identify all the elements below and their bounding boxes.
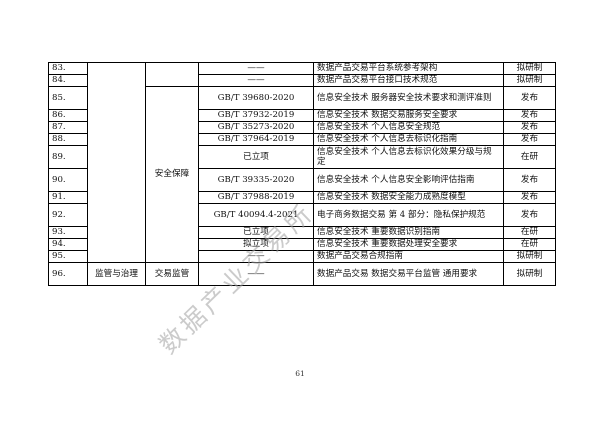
standard-name: 信息安全技术 服务器安全技术要求和测评准则 — [313, 86, 504, 110]
table-row: 89. 已立项 信息安全技术 个人信息去标识化效果分级与规定 在研 — [48, 145, 556, 169]
subcategory-trade-supervision: 交易监管 — [145, 262, 199, 286]
row-number: 93. — [48, 226, 88, 239]
standard-name: 信息安全技术 个人信息安全规范 — [313, 121, 504, 134]
standard-code: GB/T 37988-2019 — [198, 191, 314, 204]
standard-status: 拟研制 — [503, 74, 556, 87]
standard-name: 数据产品交易 数据交易平台监管 通用要求 — [313, 262, 504, 286]
standard-code: 已立项 — [198, 226, 314, 239]
standard-status: 拟研制 — [503, 250, 556, 263]
standard-name: 信息安全技术 数据交易服务安全要求 — [313, 109, 504, 122]
standard-name: 信息安全技术 个人信息去标识化效果分级与规定 — [313, 145, 504, 169]
page-number: 61 — [295, 369, 305, 378]
standard-name: 信息安全技术 重要数据识别指南 — [313, 226, 504, 239]
standard-code: GB/T 37932-2019 — [198, 109, 314, 122]
table-row: 87. GB/T 35273-2020 信息安全技术 个人信息安全规范 发布 — [48, 121, 556, 134]
standard-code: —— — [198, 250, 314, 263]
standard-status: 发布 — [503, 109, 556, 122]
standard-code: GB/T 39680-2020 — [198, 86, 314, 110]
standard-status: 发布 — [503, 133, 556, 146]
table-row: 93. 已立项 信息安全技术 重要数据识别指南 在研 — [48, 226, 556, 239]
standard-status: 发布 — [503, 86, 556, 110]
table-row: 85. 安全保障 GB/T 39680-2020 信息安全技术 服务器安全技术要… — [48, 86, 556, 263]
row-number: 83. — [48, 62, 88, 75]
row-number: 89. — [48, 145, 88, 169]
standards-table: 83. —— 数据产品交易平台系统参考架构 拟研制 84. —— 数据产品交易平… — [48, 62, 556, 286]
standard-name: 数据产品交易平台接口技术规范 — [313, 74, 504, 87]
row-number: 95. — [48, 250, 88, 263]
category-governance: 监管与治理 — [87, 262, 146, 286]
table-row: 94. 拟立项 信息安全技术 重要数据处理安全要求 在研 — [48, 238, 556, 251]
row-number: 87. — [48, 121, 88, 134]
standard-code: GB/T 40094.4-2021 — [198, 203, 314, 227]
standard-status: 在研 — [503, 145, 556, 169]
standard-name: 信息安全技术 个人信息去标识化指南 — [313, 133, 504, 146]
standard-code: —— — [198, 62, 314, 75]
row-number: 85. — [48, 86, 88, 110]
row-number: 86. — [48, 109, 88, 122]
subcategory-cell-empty — [145, 62, 199, 87]
standard-code: GB/T 37964-2019 — [198, 133, 314, 146]
standard-code: GB/T 35273-2020 — [198, 121, 314, 134]
row-number: 84. — [48, 74, 88, 87]
category-cell-empty — [87, 62, 146, 263]
subcategory-security: 安全保障 — [145, 86, 199, 263]
standard-code: —— — [198, 74, 314, 87]
standard-status: 在研 — [503, 238, 556, 251]
standard-status: 发布 — [503, 191, 556, 204]
row-number: 92. — [48, 203, 88, 227]
standard-name: 信息安全技术 个人信息安全影响评估指南 — [313, 168, 504, 192]
table-row: 91. GB/T 37988-2019 信息安全技术 数据安全能力成熟度模型 发… — [48, 191, 556, 204]
standard-name: 数据产品交易平台系统参考架构 — [313, 62, 504, 75]
table-row: 95. —— 数据产品交易合规指南 拟研制 — [48, 250, 556, 263]
standard-status: 拟研制 — [503, 62, 556, 75]
table-row: 83. —— 数据产品交易平台系统参考架构 拟研制 — [48, 62, 556, 263]
table-row: 96. 监管与治理 交易监管 —— 数据产品交易 数据交易平台监管 通用要求 拟… — [48, 262, 556, 286]
standard-name: 数据产品交易合规指南 — [313, 250, 504, 263]
row-number: 91. — [48, 191, 88, 204]
row-number: 94. — [48, 238, 88, 251]
standard-name: 信息安全技术 数据安全能力成熟度模型 — [313, 191, 504, 204]
standard-status: 发布 — [503, 121, 556, 134]
row-number: 88. — [48, 133, 88, 146]
standard-code: 拟立项 — [198, 238, 314, 251]
standard-status: 拟研制 — [503, 262, 556, 286]
standard-code: GB/T 39335-2020 — [198, 168, 314, 192]
table-row: 84. —— 数据产品交易平台接口技术规范 拟研制 — [48, 74, 556, 87]
table-row: 88. GB/T 37964-2019 信息安全技术 个人信息去标识化指南 发布 — [48, 133, 556, 146]
standard-name: 电子商务数据交易 第 4 部分：隐私保护规范 — [313, 203, 504, 227]
standard-status: 发布 — [503, 203, 556, 227]
row-number: 96. — [48, 262, 88, 286]
row-number: 90. — [48, 168, 88, 192]
standard-status: 在研 — [503, 226, 556, 239]
standard-code: 已立项 — [198, 145, 314, 169]
table-row: 90. GB/T 39335-2020 信息安全技术 个人信息安全影响评估指南 … — [48, 168, 556, 192]
standard-status: 发布 — [503, 168, 556, 192]
standard-code: —— — [198, 262, 314, 286]
standard-name: 信息安全技术 重要数据处理安全要求 — [313, 238, 504, 251]
